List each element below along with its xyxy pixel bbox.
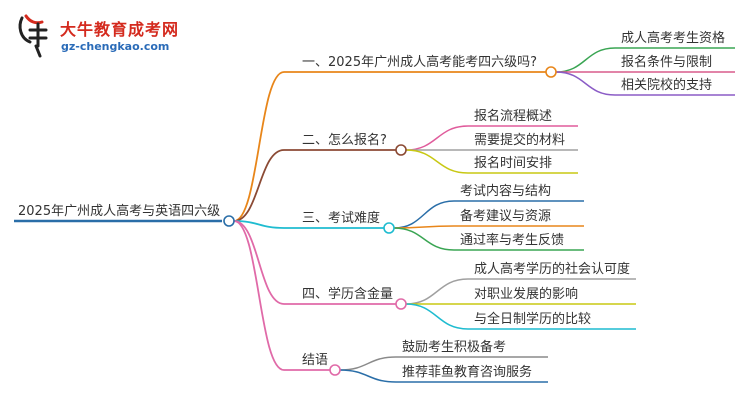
leaf-3-3-label[interactable]: 通过率与考生反馈 bbox=[460, 232, 564, 248]
leaf-1-2-label[interactable]: 报名条件与限制 bbox=[621, 54, 712, 70]
branch-connector-5 bbox=[233, 220, 285, 371]
leaf-1-1-label[interactable]: 成人高考考生资格 bbox=[621, 30, 725, 46]
leaf-3-2-label[interactable]: 备考建议与资源 bbox=[460, 208, 551, 224]
child-connector-3-3 bbox=[393, 227, 455, 251]
child-connector-2-3 bbox=[405, 149, 469, 174]
child-connector-4-3 bbox=[405, 303, 469, 330]
child-connector-5-1 bbox=[339, 356, 397, 371]
branch-5-label[interactable]: 结语 bbox=[302, 353, 328, 368]
leaf-2-1-label[interactable]: 报名流程概述 bbox=[474, 108, 552, 124]
branch-4-collapse-toggle[interactable] bbox=[395, 298, 407, 310]
child-connector-1-3 bbox=[555, 71, 616, 96]
branch-connector-3 bbox=[233, 220, 285, 229]
leaf-2-2-label[interactable]: 需要提交的材料 bbox=[474, 132, 565, 148]
branch-2-collapse-toggle[interactable] bbox=[395, 144, 407, 156]
root-node-label[interactable]: 2025年广州成人高考与英语四六级 bbox=[18, 203, 220, 219]
child-connector-5-2 bbox=[339, 369, 397, 383]
leaf-3-1-label[interactable]: 考试内容与结构 bbox=[460, 183, 551, 199]
leaf-4-3-label[interactable]: 与全日制学历的比较 bbox=[474, 311, 591, 327]
branch-4-label[interactable]: 四、学历含金量 bbox=[302, 286, 393, 302]
branch-5-collapse-toggle[interactable] bbox=[329, 364, 341, 376]
branch-3-label[interactable]: 三、考试难度 bbox=[302, 210, 380, 226]
child-connector-1-1 bbox=[555, 47, 616, 73]
leaf-4-2-label[interactable]: 对职业发展的影响 bbox=[474, 286, 578, 302]
logo-name: 大牛教育成考网 bbox=[60, 20, 180, 39]
branch-1-collapse-toggle[interactable] bbox=[545, 66, 557, 78]
bull-logo-icon bbox=[18, 14, 48, 58]
leaf-5-2-label[interactable]: 推荐菲鱼教育咨询服务 bbox=[402, 364, 532, 380]
branch-1-label[interactable]: 一、2025年广州成人高考能考四六级吗? bbox=[302, 54, 537, 70]
leaf-2-3-label[interactable]: 报名时间安排 bbox=[474, 155, 552, 171]
leaf-1-3-label[interactable]: 相关院校的支持 bbox=[621, 77, 712, 93]
child-connector-3-1 bbox=[393, 200, 455, 229]
branch-connector-2 bbox=[233, 149, 285, 222]
branch-connector-4 bbox=[233, 220, 285, 305]
leaf-4-1-label[interactable]: 成人高考学历的社会认可度 bbox=[474, 261, 630, 277]
site-logo[interactable]: 大牛教育成考网 gz-chengkao.com bbox=[14, 12, 178, 60]
leaf-5-1-label[interactable]: 鼓励考生积极备考 bbox=[402, 339, 506, 355]
child-connector-2-1 bbox=[405, 125, 469, 151]
root-collapse-toggle[interactable] bbox=[223, 215, 235, 227]
child-connector-4-1 bbox=[405, 278, 469, 305]
logo-url: gz-chengkao.com bbox=[61, 40, 170, 53]
branch-2-label[interactable]: 二、怎么报名? bbox=[302, 132, 387, 148]
branch-connector-1 bbox=[233, 71, 285, 222]
branch-3-collapse-toggle[interactable] bbox=[383, 222, 395, 234]
